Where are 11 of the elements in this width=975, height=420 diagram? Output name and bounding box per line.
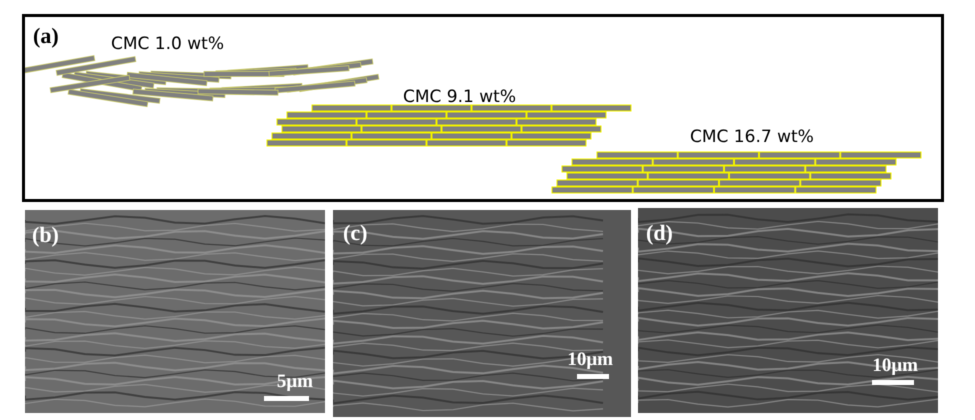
scale-bar-label: 5μm (276, 371, 313, 393)
concentration-label: CMC 9.1 wt% (403, 87, 516, 107)
panel-label: (b) (32, 222, 59, 248)
concentration-label: CMC 16.7 wt% (690, 127, 814, 147)
panel-label: (c) (343, 220, 368, 246)
panel-label: (a) (33, 23, 59, 49)
panel-frame (22, 14, 944, 202)
panel-label: (d) (646, 220, 673, 246)
scale-bar-label: 10μm (567, 349, 613, 371)
scale-bar-label: 10μm (872, 355, 918, 377)
concentration-label: CMC 1.0 wt% (111, 34, 224, 54)
